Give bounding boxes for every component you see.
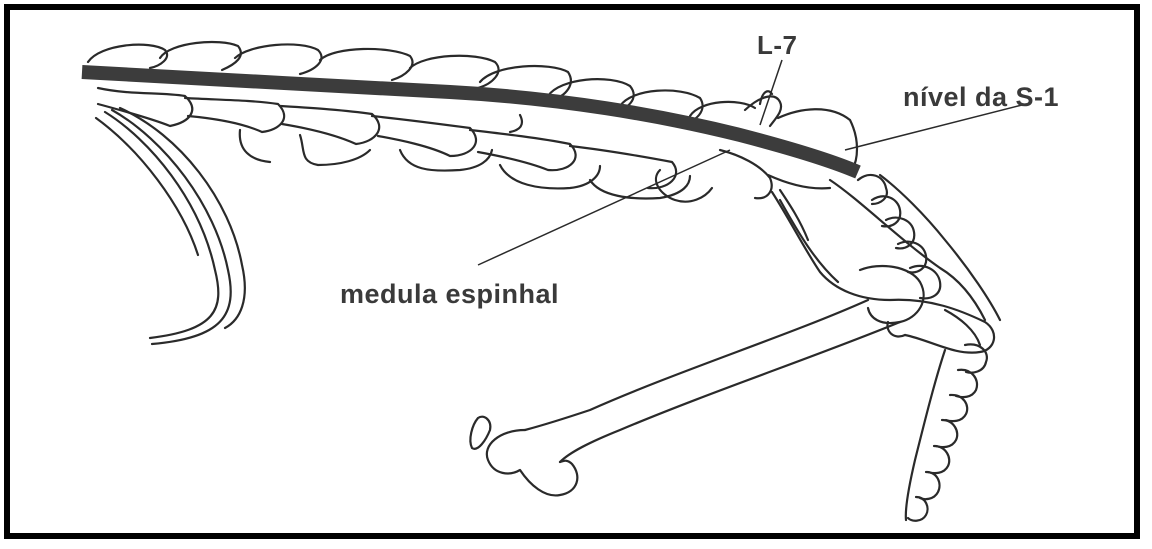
- ribs: [96, 108, 245, 344]
- tail-vertebrae: [858, 175, 1000, 521]
- leader-line-medula: [478, 150, 730, 265]
- label-spinal-cord: medula espinhal: [340, 279, 559, 310]
- label-s1-level: nível da S-1: [903, 82, 1059, 113]
- label-l7: L-7: [757, 30, 798, 61]
